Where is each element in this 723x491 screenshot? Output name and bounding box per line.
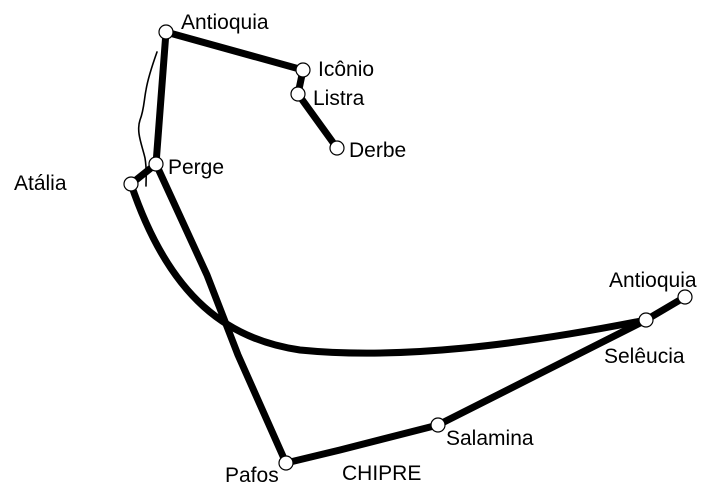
route-salamina-pafos bbox=[282, 421, 442, 467]
city-marker-derbe bbox=[329, 140, 345, 156]
city-marker-iconio bbox=[295, 62, 311, 78]
city-label-iconio: Icônio bbox=[318, 58, 375, 81]
city-marker-listra bbox=[290, 86, 306, 102]
route-pafos-perge bbox=[152, 160, 290, 467]
route-perge-antioquia bbox=[152, 28, 170, 168]
route-antioquia-iconio bbox=[162, 28, 307, 74]
city-marker-antioquia-siria bbox=[677, 289, 693, 305]
city-label-salamina: Salamina bbox=[446, 427, 534, 450]
city-label-seleucia: Selêucia bbox=[604, 345, 685, 368]
city-label-antioquia-pisidia: Antioquia bbox=[181, 11, 269, 34]
city-label-perge: Perge bbox=[168, 156, 225, 179]
city-marker-perge bbox=[148, 156, 164, 172]
city-label-pafos: Pafos bbox=[225, 464, 279, 487]
city-label-listra: Listra bbox=[313, 87, 365, 110]
city-marker-atalia bbox=[123, 176, 139, 192]
city-label-derbe: Derbe bbox=[349, 139, 407, 162]
city-marker-salamina bbox=[430, 417, 446, 433]
city-label-antioquia-siria: Antioquia bbox=[609, 269, 697, 292]
route-atalia-seleucia bbox=[127, 180, 650, 357]
city-marker-antioquia-pisidia bbox=[158, 24, 174, 40]
city-label-atalia: Atália bbox=[14, 172, 67, 195]
route-listra-derbe bbox=[294, 90, 341, 152]
city-marker-pafos bbox=[278, 455, 294, 471]
region-label-chipre: CHIPRE bbox=[342, 462, 422, 485]
city-marker-seleucia bbox=[638, 312, 654, 328]
